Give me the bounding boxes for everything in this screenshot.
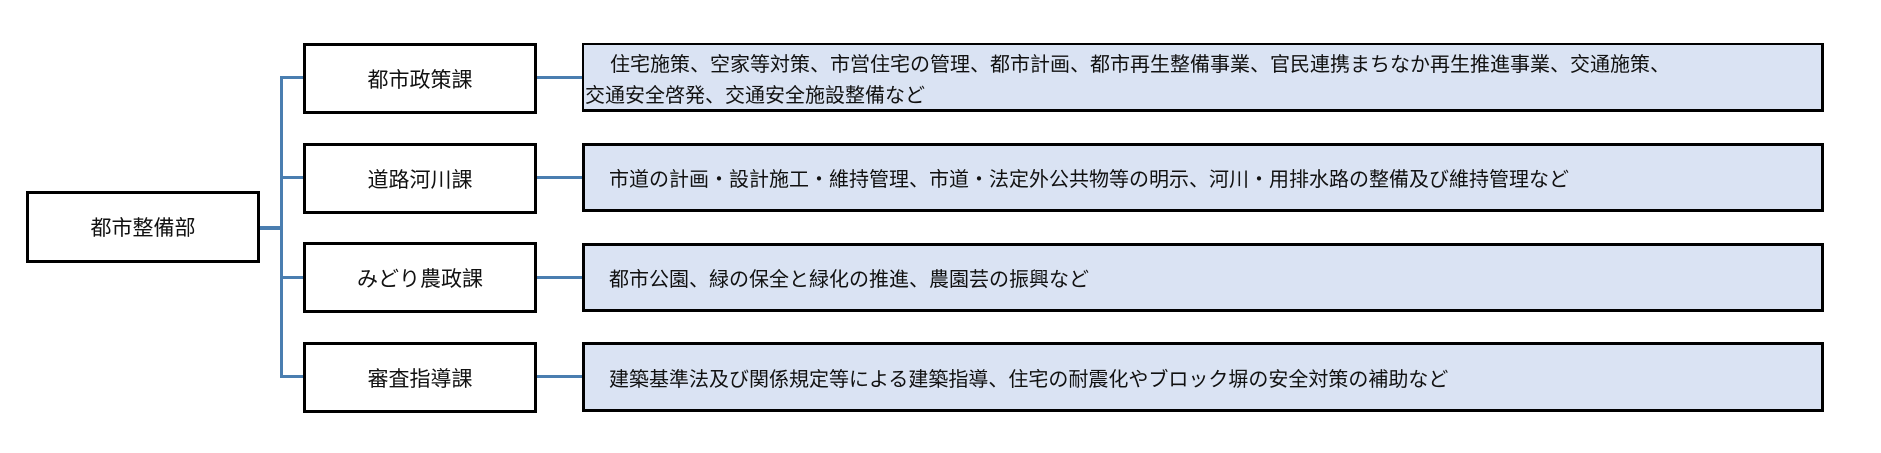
branch-connector-4 [280,375,304,378]
section-label: 都市政策課 [367,67,473,92]
section-label: 審査指導課 [367,366,473,391]
trunk-connector [280,76,283,378]
description-text: 建築基準法及び関係規定等による建築指導、住宅の耐震化やブロック塀の安全対策の補助… [609,366,1449,391]
description-box-green-agriculture: 都市公園、緑の保全と緑化の推進、農園芸の振興など [582,243,1824,312]
section-box-green-agriculture: みどり農政課 [303,242,537,313]
description-box-urban-policy: 住宅施策、空家等対策、市営住宅の管理、都市計画、都市再生整備事業、官民連携まちな… [582,43,1824,112]
description-text: 都市公園、緑の保全と緑化の推進、農園芸の振興など [609,267,1089,291]
section-box-roads-rivers: 道路河川課 [303,143,537,214]
desc-connector-2 [536,176,583,179]
section-label: 道路河川課 [367,167,473,192]
desc-connector-1 [536,76,583,79]
description-line-1: 住宅施策、空家等対策、市営住宅の管理、都市計画、都市再生整備事業、官民連携まちな… [610,52,1670,76]
root-connector [259,226,282,230]
description-box-building-inspection: 建築基準法及び関係規定等による建築指導、住宅の耐震化やブロック塀の安全対策の補助… [582,342,1824,412]
branch-connector-2 [280,176,304,179]
department-box-root: 都市整備部 [26,191,260,263]
description-line-2: 交通安全啓発、交通安全施設整備など [585,83,925,107]
department-label: 都市整備部 [90,216,196,240]
description-text: 市道の計画・設計施工・維持管理、市道・法定外公共物等の明示、河川・用排水路の整備… [609,167,1569,191]
section-box-building-inspection: 審査指導課 [303,342,537,413]
branch-connector-3 [280,276,304,279]
section-box-urban-policy: 都市政策課 [303,43,537,114]
desc-connector-4 [536,375,583,378]
desc-connector-3 [536,276,583,279]
description-box-roads-rivers: 市道の計画・設計施工・維持管理、市道・法定外公共物等の明示、河川・用排水路の整備… [582,143,1824,212]
branch-connector-1 [280,76,304,79]
section-label: みどり農政課 [357,266,483,291]
